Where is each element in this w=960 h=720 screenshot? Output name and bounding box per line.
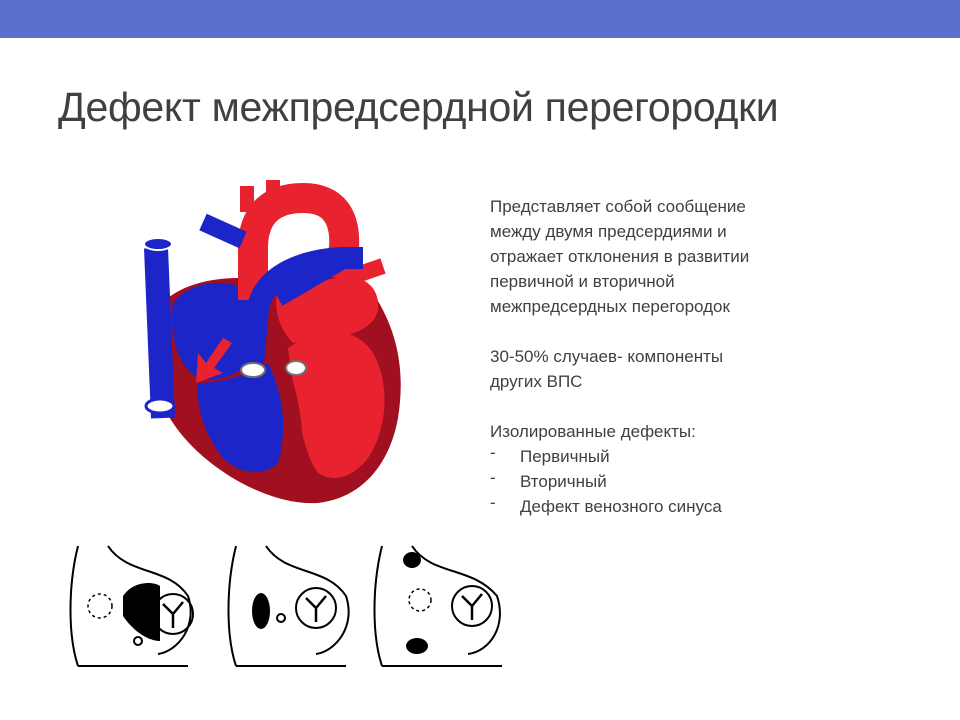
description-line-3: отражает отклонения в развитии <box>490 247 750 266</box>
top-accent-bar <box>0 0 960 38</box>
sinus-venosus-defect-diagram <box>373 545 502 667</box>
pulmonary-vein <box>345 258 386 286</box>
aortic-branch-2 <box>266 180 280 204</box>
pulmonary-artery-branch-2 <box>273 252 348 306</box>
aortic-valve <box>285 360 307 376</box>
right-ventricle <box>197 363 284 473</box>
heart-illustration <box>143 180 401 504</box>
bullet-dash: - <box>490 493 496 512</box>
right-atrium <box>171 282 260 380</box>
list-heading: Изолированные дефекты: <box>490 422 696 441</box>
description-line-5: межпредсердных перегородок <box>490 297 730 316</box>
vena-cava-bottom-opening <box>144 397 176 415</box>
list-item-label: Вторичный <box>520 472 607 491</box>
slide-title: Дефект межпредсердной перегородки <box>58 84 779 130</box>
statistic-line-2: других ВПС <box>490 372 583 391</box>
description-line-1: Представляет собой сообщение <box>490 197 746 216</box>
septum <box>273 351 303 479</box>
superior-vena-cava <box>144 247 175 419</box>
pulmonary-valve <box>240 362 266 378</box>
list-item-label: Дефект венозного синуса <box>520 497 722 516</box>
shunt-arrow <box>196 338 232 383</box>
bullet-dash: - <box>490 443 496 462</box>
statistic-line-1: 30-50% случаев- компоненты <box>490 347 724 366</box>
list-item-secondary: - Вторичный <box>490 468 930 494</box>
bullet-dash: - <box>490 468 496 487</box>
slide-body-text: Представляет собой сообщение между двумя… <box>490 194 930 519</box>
defect-type-list: - Первичный - Вторичный - Дефект венозного … <box>490 443 930 519</box>
aortic-branch-1 <box>240 186 254 212</box>
list-item-primary: - Первичный <box>490 443 930 469</box>
pulmonary-artery-branch <box>199 213 247 249</box>
primary-defect-diagram <box>69 545 194 667</box>
description-line-4: первичной и вторичной <box>490 272 675 291</box>
list-item-sinus-venosus: - Дефект венозного синуса <box>490 493 930 519</box>
list-item-label: Первичный <box>520 447 610 466</box>
left-ventricle <box>288 331 385 478</box>
secondary-defect-diagram <box>227 545 350 667</box>
description-line-2: между двумя предсердиями и <box>490 222 727 241</box>
vena-cava-top-opening <box>143 237 173 251</box>
aortic-branch-3 <box>290 184 304 206</box>
